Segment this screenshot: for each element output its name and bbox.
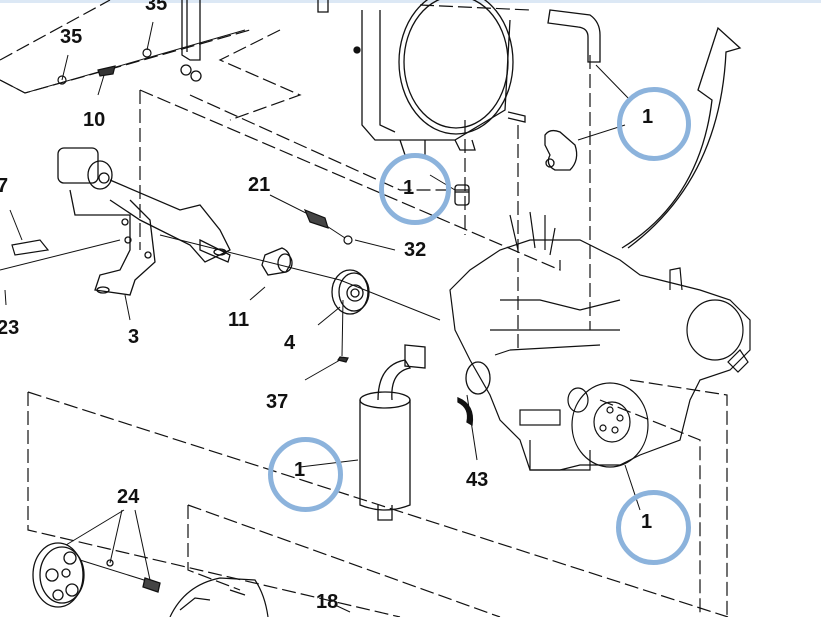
coupling: [261, 247, 293, 276]
throttle-rod: [180, 0, 329, 82]
highlight-circle: [616, 490, 691, 565]
rotation-arrow: [621, 26, 742, 249]
callout-10: 10: [83, 109, 106, 131]
rubber-mount: [454, 184, 470, 206]
highlight-label: 1: [294, 459, 306, 481]
seal-43: [457, 361, 491, 427]
housing-18: [169, 577, 269, 617]
callout-23: 23: [0, 317, 20, 339]
highlight-circle: [268, 437, 343, 512]
callout-35: 35: [60, 26, 83, 48]
flange-bearing: [331, 269, 370, 315]
bracket-assembly: [57, 147, 231, 296]
small-parts: [11, 48, 353, 363]
callout-24: 24: [117, 486, 140, 508]
highlight-circle: [617, 87, 691, 161]
radiator-shroud: [353, 0, 526, 156]
muffler: [359, 344, 426, 521]
hub-24: [32, 542, 161, 608]
callout-7: 7: [0, 175, 9, 197]
lower-hose: [544, 129, 578, 171]
callout-21: 21: [248, 174, 271, 196]
engine: [449, 211, 751, 471]
callout-32: 32: [404, 239, 427, 261]
highlight-circle: [379, 153, 451, 225]
callout-35: 35: [145, 0, 168, 15]
highlight-label: 1: [642, 106, 654, 128]
callout-11: 11: [228, 309, 250, 331]
callout-4: 4: [284, 332, 296, 354]
callout-3: 3: [128, 326, 140, 348]
callout-43: 43: [466, 469, 489, 491]
highlight-label: 1: [403, 177, 415, 199]
top-border: [0, 0, 821, 3]
callout-37: 37: [266, 391, 289, 413]
upper-hose: [547, 9, 601, 63]
callout-18: 18: [316, 591, 339, 613]
highlight-label: 1: [641, 511, 653, 533]
